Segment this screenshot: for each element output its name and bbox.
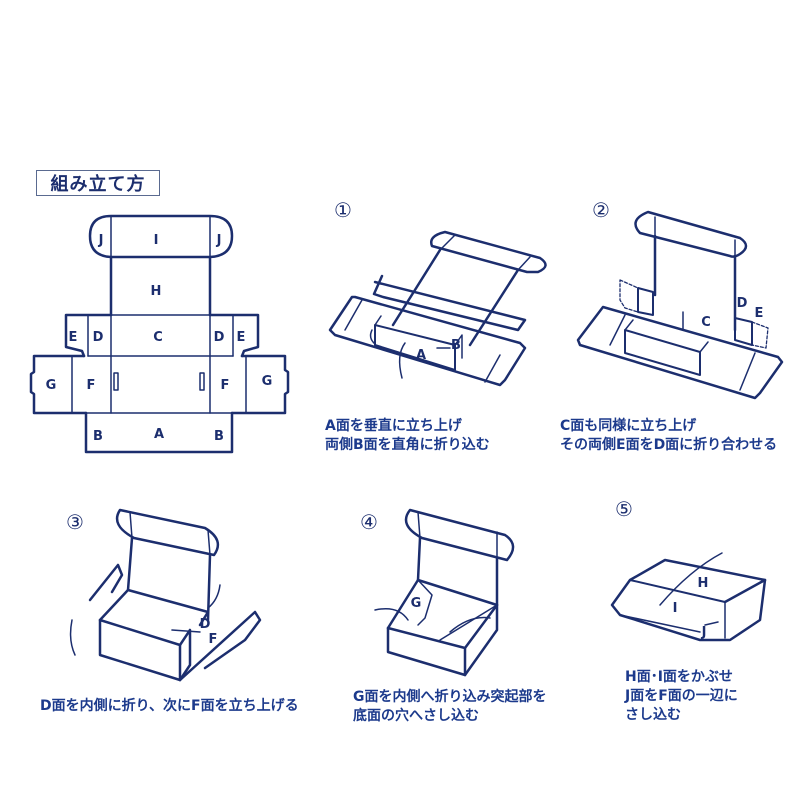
net-label-a: A <box>154 427 164 442</box>
caption-line: さし込む <box>625 707 681 723</box>
step2-label-d: D <box>737 296 748 311</box>
step-3-illustration <box>69 508 262 682</box>
net-label-e-right: E <box>237 330 246 345</box>
step-number-5: ⑤ <box>615 497 633 521</box>
caption-line: G面を内側へ折り込み突起部を <box>353 689 547 705</box>
caption-line: C面も同様に立ち上げ <box>560 418 697 434</box>
caption-line: 底面の穴へさし込む <box>353 708 479 724</box>
step-5-illustration <box>610 552 767 642</box>
caption-line: H面･I面をかぶせ <box>625 669 733 685</box>
net-label-i: I <box>154 233 159 248</box>
step-5-caption: H面･I面をかぶせ J面をF面の一辺に さし込む <box>625 668 738 725</box>
caption-line: A面を垂直に立ち上げ <box>325 418 462 434</box>
step-1-illustration <box>328 230 547 387</box>
caption-line: J面をF面の一辺に <box>625 688 738 704</box>
step2-label-c: C <box>701 315 711 330</box>
step-number-2: ② <box>592 198 610 222</box>
page-title: 組み立て方 <box>36 170 160 196</box>
caption-line: 両側B面を直角に折り込む <box>325 437 490 453</box>
net-label-j-right: J <box>216 233 222 248</box>
step3-label-d: D <box>200 617 211 632</box>
net-label-c: C <box>153 330 163 345</box>
step3-label-f: F <box>209 632 218 647</box>
net-label-f-left: F <box>87 378 96 393</box>
step2-label-e: E <box>755 306 764 321</box>
step5-label-i: I <box>673 601 678 616</box>
net-label-e-left: E <box>69 330 78 345</box>
net-label-d-left: D <box>93 330 104 345</box>
net-label-h: H <box>151 284 162 299</box>
step-number-3: ③ <box>66 510 84 534</box>
step-number-4: ④ <box>360 510 378 534</box>
net-label-d-right: D <box>214 330 225 345</box>
net-label-f-right: F <box>221 378 230 393</box>
step-1-caption: A面を垂直に立ち上げ 両側B面を直角に折り込む <box>325 417 490 455</box>
step5-label-j: J <box>701 625 707 640</box>
step-4-illustration <box>374 508 515 677</box>
box-net-diagram <box>29 214 290 454</box>
net-label-g-right: G <box>262 374 273 389</box>
net-label-g-left: G <box>46 378 57 393</box>
net-label-b-left: B <box>93 429 103 444</box>
step5-label-h: H <box>698 576 709 591</box>
step1-label-a: A <box>416 348 426 363</box>
step4-label-g: G <box>411 596 422 611</box>
step-2-illustration <box>576 210 784 400</box>
step-2-caption: C面も同様に立ち上げ その両側E面をD面に折り合わせる <box>560 417 777 455</box>
step-4-caption: G面を内側へ折り込み突起部を 底面の穴へさし込む <box>353 688 547 726</box>
net-label-b-right: B <box>214 429 224 444</box>
step-3-caption: D面を内側に折り、次にF面を立ち上げる <box>40 697 299 716</box>
caption-line: その両側E面をD面に折り合わせる <box>560 437 778 453</box>
step1-label-b: B <box>451 338 461 353</box>
net-label-j-left: J <box>98 233 104 248</box>
step-number-1: ① <box>334 198 352 222</box>
caption-line: D面を内側に折り、次にF面を立ち上げる <box>40 698 299 714</box>
